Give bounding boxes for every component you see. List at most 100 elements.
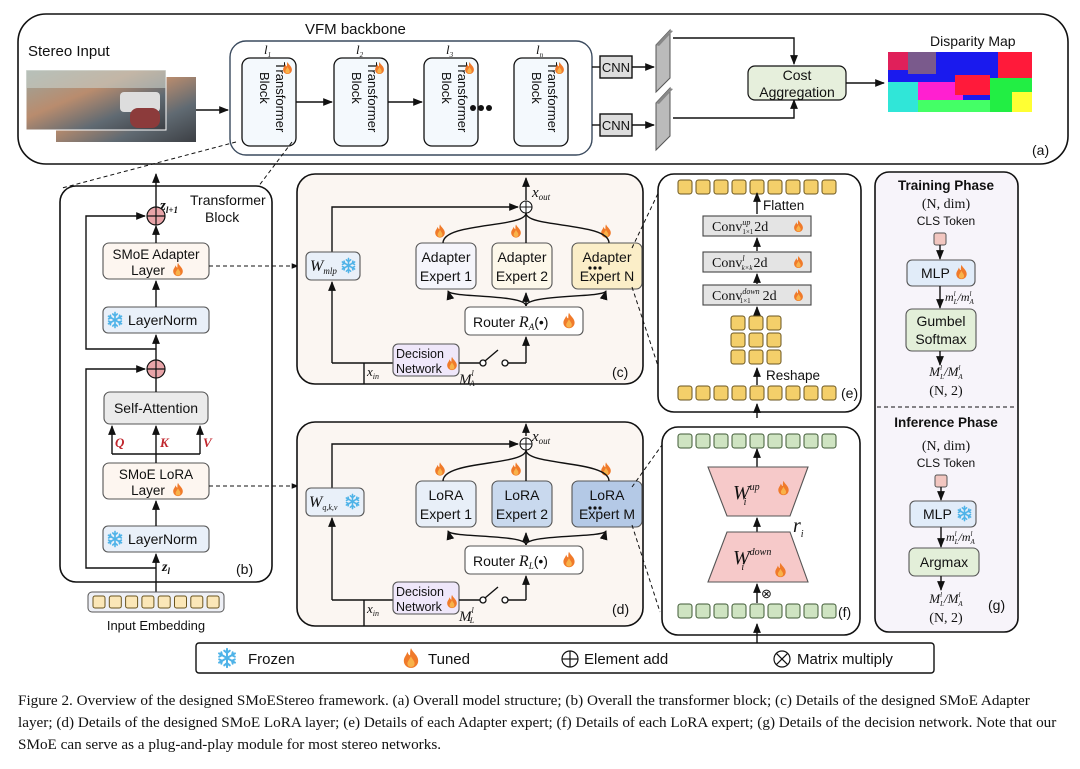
- token: [695, 179, 711, 195]
- token: [803, 179, 819, 195]
- legend-matrix-multiply: Matrix multiply: [797, 651, 893, 668]
- token: [821, 385, 837, 401]
- disparity-map-label: Disparity Map: [930, 33, 1016, 49]
- decision-network-l: Decision Network: [392, 581, 460, 615]
- token: [730, 332, 746, 348]
- layer-index-label: l3: [446, 42, 454, 59]
- stereo-input-label: Stereo Input: [28, 43, 111, 60]
- token: [206, 595, 220, 609]
- inference-phase-title: Inference Phase: [894, 415, 998, 430]
- cls-token-square: [933, 232, 947, 246]
- layer-index-label: ln: [536, 42, 544, 59]
- token: [730, 349, 746, 365]
- z-in-label: zl: [161, 560, 170, 576]
- token: [125, 595, 139, 609]
- x-in-label: xin: [366, 364, 379, 381]
- svg-text:Softmax: Softmax: [915, 331, 966, 347]
- token: [767, 385, 783, 401]
- svg-text:Transformer: Transformer: [365, 62, 380, 133]
- mlp-tuned: MLP: [906, 259, 976, 287]
- flatten-label: Flatten: [763, 198, 804, 213]
- panel-a-label: (a): [1032, 142, 1049, 158]
- token: [695, 385, 711, 401]
- svg-text:Wq,k,v: Wq,k,v: [309, 494, 338, 512]
- panel-g-label: (g): [988, 597, 1005, 613]
- token: [141, 595, 155, 609]
- panel-b-transformer-block: zl+1 Transformer Block SMoE Adapter Laye…: [59, 173, 299, 592]
- svg-text:CNN: CNN: [602, 118, 630, 133]
- decision-network-a: Decision Network: [392, 343, 460, 377]
- switch-l: [459, 586, 526, 604]
- svg-text:Network: Network: [396, 362, 443, 376]
- svg-text:Block: Block: [205, 209, 240, 225]
- panel-d-label: (d): [612, 601, 629, 617]
- svg-text:Gumbel: Gumbel: [916, 313, 965, 329]
- layernorm-top: LayerNorm: [102, 306, 210, 334]
- svg-text:Expert 2: Expert 2: [496, 506, 548, 522]
- svg-text:Router RA(•): Router RA(•): [473, 314, 548, 332]
- svg-text:Block: Block: [349, 72, 364, 104]
- svg-text:Expert 1: Expert 1: [420, 506, 472, 522]
- token: [785, 603, 801, 619]
- w-mlp-frozen: Wmlp: [305, 251, 361, 281]
- layer-index-label: l1: [264, 42, 271, 59]
- svg-text:Wmlp: Wmlp: [310, 258, 337, 276]
- svg-text:Expert 1: Expert 1: [420, 268, 472, 284]
- token: [767, 603, 783, 619]
- token: [785, 433, 801, 449]
- svg-text:Layer: Layer: [131, 263, 165, 278]
- gumbel-softmax: Gumbel Softmax: [905, 308, 977, 352]
- cls-token-square: [934, 474, 948, 488]
- panel-a-overall-structure: Stereo Input VFM backbone l1TransformerB…: [17, 13, 1069, 165]
- token: [731, 179, 747, 195]
- key-label: K: [159, 435, 170, 450]
- svg-text:LoRA: LoRA: [589, 487, 625, 503]
- svg-text:Transformer: Transformer: [273, 62, 288, 133]
- svg-text:Expert N: Expert N: [580, 268, 634, 284]
- token: [821, 603, 837, 619]
- svg-text:Adapter: Adapter: [497, 249, 546, 265]
- token: [803, 385, 819, 401]
- token: [821, 433, 837, 449]
- value-label: V: [203, 435, 213, 450]
- token: [766, 315, 782, 331]
- token: [731, 433, 747, 449]
- svg-text:SMoE Adapter: SMoE Adapter: [112, 247, 200, 262]
- reshape-label: Reshape: [766, 368, 820, 383]
- svg-text:MLP: MLP: [923, 506, 952, 522]
- element-add-top: [146, 206, 166, 226]
- svg-text:Cost: Cost: [783, 67, 812, 83]
- token: [731, 385, 747, 401]
- vfm-backbone-container: [229, 40, 593, 156]
- svg-text:Decision: Decision: [396, 347, 444, 361]
- token: [785, 385, 801, 401]
- query-label: Q: [115, 435, 125, 450]
- svg-text:Network: Network: [396, 600, 443, 614]
- x-in-label: xin: [366, 601, 379, 618]
- svg-text:LayerNorm: LayerNorm: [128, 531, 197, 547]
- router-a: Router RA(•): [464, 306, 584, 336]
- svg-text:Adapter: Adapter: [421, 249, 470, 265]
- svg-text:Argmax: Argmax: [920, 554, 968, 570]
- z-out-label: zl+1: [159, 198, 178, 215]
- legend: Frozen Tuned Element add Matrix multiply: [195, 642, 935, 674]
- cnn-bottom: CNN: [599, 113, 633, 137]
- x-out-label: xout: [531, 185, 551, 202]
- feature-map-top: [655, 28, 673, 94]
- svg-text:(N, 2): (N, 2): [929, 611, 963, 626]
- token: [749, 433, 765, 449]
- switch-a: [459, 349, 526, 367]
- panel-f-label: (f): [838, 604, 851, 620]
